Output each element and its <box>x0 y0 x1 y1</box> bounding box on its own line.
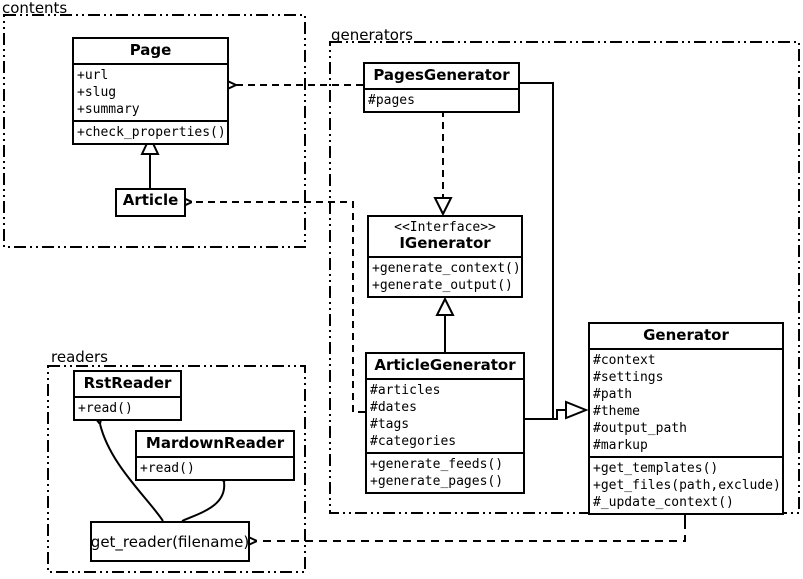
class-member: #pages <box>368 93 415 108</box>
class-title: MardownReader <box>145 434 285 452</box>
edge-getreader-to-rstreader <box>100 424 164 522</box>
edge-articlegenerator-to-article-dependency <box>192 202 365 413</box>
class-member: #path <box>593 387 633 402</box>
class-member: #_update_context() <box>593 495 734 510</box>
class-member: #articles <box>370 383 441 398</box>
package-label-generators: generators <box>331 26 413 44</box>
edge-pagesgenerator-to-igenerator-realization <box>433 110 453 217</box>
class-title: RstReader <box>83 374 172 392</box>
edge-articlegenerator-to-igenerator-inheritance <box>435 296 455 352</box>
class-articlegenerator: ArticleGenerator #articles #dates #tags … <box>365 352 525 494</box>
class-member: #categories <box>370 434 457 449</box>
edge-generators-to-generator-inheritance <box>520 82 589 420</box>
class-member: +generate_pages() <box>370 474 504 489</box>
class-member: +check_properties() <box>77 125 226 140</box>
class-stereotype: <<Interface>> <box>394 220 496 235</box>
class-igenerator: <<Interface>> IGenerator +generate_conte… <box>367 215 523 298</box>
class-rstreader: RstReader +read() <box>73 370 182 421</box>
class-member: +generate_output() <box>372 278 513 293</box>
edge-getreader-to-mardownreader <box>181 482 224 522</box>
class-title-block: <<Interface>> IGenerator <box>369 217 521 256</box>
class-member: +slug <box>77 85 117 100</box>
class-title: Article <box>122 191 179 209</box>
package-contents-border <box>3 14 306 248</box>
class-member: #tags <box>370 417 410 432</box>
class-member: +get_templates() <box>593 461 719 476</box>
class-methods: +read() <box>75 396 180 419</box>
class-methods: +get_templates() +get_files(path,exclude… <box>590 456 782 513</box>
class-member: +read() <box>78 401 133 416</box>
package-readers-border <box>47 365 306 573</box>
class-member: +generate_feeds() <box>370 457 504 472</box>
class-member: #dates <box>370 400 417 415</box>
class-member: +url <box>77 68 109 83</box>
class-title: Generator <box>643 326 729 344</box>
class-page: Page +url +slug +summary +check_properti… <box>72 37 229 145</box>
class-attributes: #articles #dates #tags #categories <box>367 378 523 452</box>
class-member: #context <box>593 353 656 368</box>
class-generator: Generator #context #settings #path #them… <box>588 322 784 515</box>
class-member: +read() <box>140 461 195 476</box>
class-methods: +read() <box>137 456 293 479</box>
class-member: #settings <box>593 370 664 385</box>
class-title: Page <box>129 41 172 59</box>
class-title: ArticleGenerator <box>374 356 516 374</box>
edge-article-to-page-inheritance <box>140 134 160 188</box>
function-label: get_reader(filename) <box>90 532 250 551</box>
class-methods: +generate_context() +generate_output() <box>369 256 521 296</box>
class-member: #theme <box>593 404 640 419</box>
class-member: #output_path <box>593 421 687 436</box>
class-article: Article <box>115 188 186 217</box>
class-member: +generate_context() <box>372 261 521 276</box>
class-methods: +check_properties() <box>74 120 227 143</box>
class-attributes: #context #settings #path #theme #output_… <box>590 348 782 456</box>
function-get-reader-box: get_reader(filename) <box>90 521 250 562</box>
package-label-readers: readers <box>51 348 108 366</box>
class-mardownreader: MardownReader +read() <box>135 430 295 481</box>
class-methods: +generate_feeds() +generate_pages() <box>367 452 523 492</box>
class-attributes: #pages <box>365 88 518 111</box>
class-pagesgenerator: PagesGenerator #pages <box>363 62 520 113</box>
class-member: +get_files(path,exclude) <box>593 478 781 493</box>
class-attributes: +url +slug +summary <box>74 63 227 120</box>
class-title: IGenerator <box>399 234 491 252</box>
class-title: PagesGenerator <box>373 66 510 84</box>
class-member: +summary <box>77 102 140 117</box>
package-generators-border <box>329 41 800 514</box>
package-label-contents: contents <box>2 0 68 17</box>
class-member: #markup <box>593 438 648 453</box>
